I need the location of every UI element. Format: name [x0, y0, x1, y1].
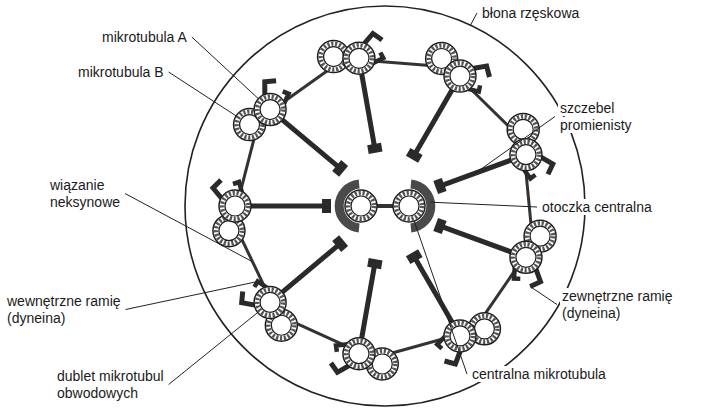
tubulin-ring: [346, 45, 372, 71]
spoke-head: [433, 218, 446, 234]
tubule-inner: [219, 221, 239, 241]
tubulin-ring: [447, 63, 473, 89]
label-text: szczebel promienisty: [558, 100, 634, 133]
ciliary-membrane: [185, 6, 585, 406]
radial-spoke: [416, 90, 452, 152]
radial-spoke: [362, 74, 375, 145]
tubule-outer: [444, 320, 476, 352]
part-label: mikrotubula B: [76, 64, 166, 81]
tubule-inner: [516, 247, 536, 267]
radial-spoke: [282, 246, 337, 292]
tubule-inner: [516, 145, 536, 165]
microtubule-a: [444, 60, 476, 92]
label-text: wewnętrzne ramię (dyneina): [5, 293, 123, 326]
microtubule-a: [510, 241, 542, 273]
label-text: wiązanie neksynowe: [48, 177, 122, 210]
tubule-inner: [260, 100, 280, 120]
leader-line: [530, 287, 557, 305]
tubule-outer: [510, 241, 542, 273]
leader-line: [126, 282, 258, 310]
tubule-outer: [343, 338, 375, 370]
part-label: otoczka centralna: [540, 199, 654, 216]
spoke-head: [332, 160, 348, 177]
label-text: otoczka centralna: [540, 199, 654, 215]
label-text: mikrotubula A: [100, 29, 189, 45]
radial-spoke: [362, 267, 375, 338]
label-text: dublet mikrotubul obwodowych: [55, 368, 166, 401]
radial-spoke: [443, 160, 511, 185]
tubule-outer: [345, 190, 377, 222]
tubulin-ring: [346, 341, 372, 367]
central-microtubule: [393, 190, 425, 222]
spoke-head: [433, 178, 446, 194]
part-label: szczebel promienisty: [558, 100, 648, 134]
tubule-outer: [254, 286, 286, 318]
leader-line: [169, 72, 237, 117]
label-text: centralna mikrotubula: [470, 366, 608, 382]
microtubule-a: [343, 42, 375, 74]
label-text: błona rzęskowa: [480, 5, 581, 21]
tubulin-ring: [396, 193, 422, 219]
part-label: błona rzęskowa: [480, 5, 581, 22]
tubulin-ring: [222, 193, 248, 219]
tubule-inner: [324, 47, 344, 67]
tubule-inner: [260, 292, 280, 312]
leader-line: [431, 202, 537, 207]
tubule-inner: [450, 66, 470, 86]
microtubule-a: [444, 320, 476, 352]
microtubule-a: [254, 94, 286, 126]
tubulin-ring: [348, 193, 374, 219]
tubulin-ring: [513, 142, 539, 168]
microtubule-a: [254, 286, 286, 318]
part-label: centralna mikrotubula: [470, 366, 608, 383]
leader-line: [192, 37, 259, 99]
tubule-inner: [450, 326, 470, 346]
tubulin-ring: [257, 289, 283, 315]
tubule-inner: [399, 196, 419, 216]
leader-line: [125, 194, 253, 262]
tubule-inner: [351, 196, 371, 216]
radial-spoke: [282, 120, 337, 166]
tubule-inner: [349, 344, 369, 364]
leader-line: [414, 221, 467, 374]
tubulin-ring: [513, 244, 539, 270]
leader-line: [169, 313, 258, 385]
microtubule-a: [343, 338, 375, 370]
tubule-inner: [474, 319, 494, 339]
part-label: dublet mikrotubul obwodowych: [55, 368, 180, 402]
tubule-inner: [225, 196, 245, 216]
microtubule-a: [219, 190, 251, 222]
tubulin-ring: [257, 97, 283, 123]
tubule-outer: [510, 139, 542, 171]
tubule-outer: [393, 190, 425, 222]
tubule-outer: [219, 190, 251, 222]
tubule-outer: [444, 60, 476, 92]
tubule-outer: [343, 42, 375, 74]
part-label: wewnętrzne ramię (dyneina): [5, 293, 135, 327]
label-text: zewnętrzne ramię (dyneina): [560, 288, 675, 321]
spoke-head: [367, 258, 382, 269]
radial-spoke: [251, 204, 323, 209]
leader-line: [470, 13, 477, 26]
tubule-outer: [254, 94, 286, 126]
radial-spoke: [443, 227, 511, 252]
leader-line: [475, 117, 555, 174]
radial-spoke: [416, 260, 452, 322]
tubule-inner: [513, 119, 533, 139]
spoke-head: [332, 235, 348, 252]
central-microtubule: [345, 190, 377, 222]
microtubule-a: [510, 139, 542, 171]
part-label: zewnętrzne ramię (dyneina): [560, 288, 685, 322]
part-label: wiązanie neksynowe: [48, 177, 128, 211]
spoke-head: [406, 148, 423, 163]
spoke-head: [406, 249, 423, 264]
spoke-head: [367, 143, 382, 154]
part-label: mikrotubula A: [100, 29, 189, 46]
tubule-inner: [349, 48, 369, 68]
label-text: mikrotubula B: [76, 64, 166, 80]
spoke-head: [322, 199, 331, 213]
